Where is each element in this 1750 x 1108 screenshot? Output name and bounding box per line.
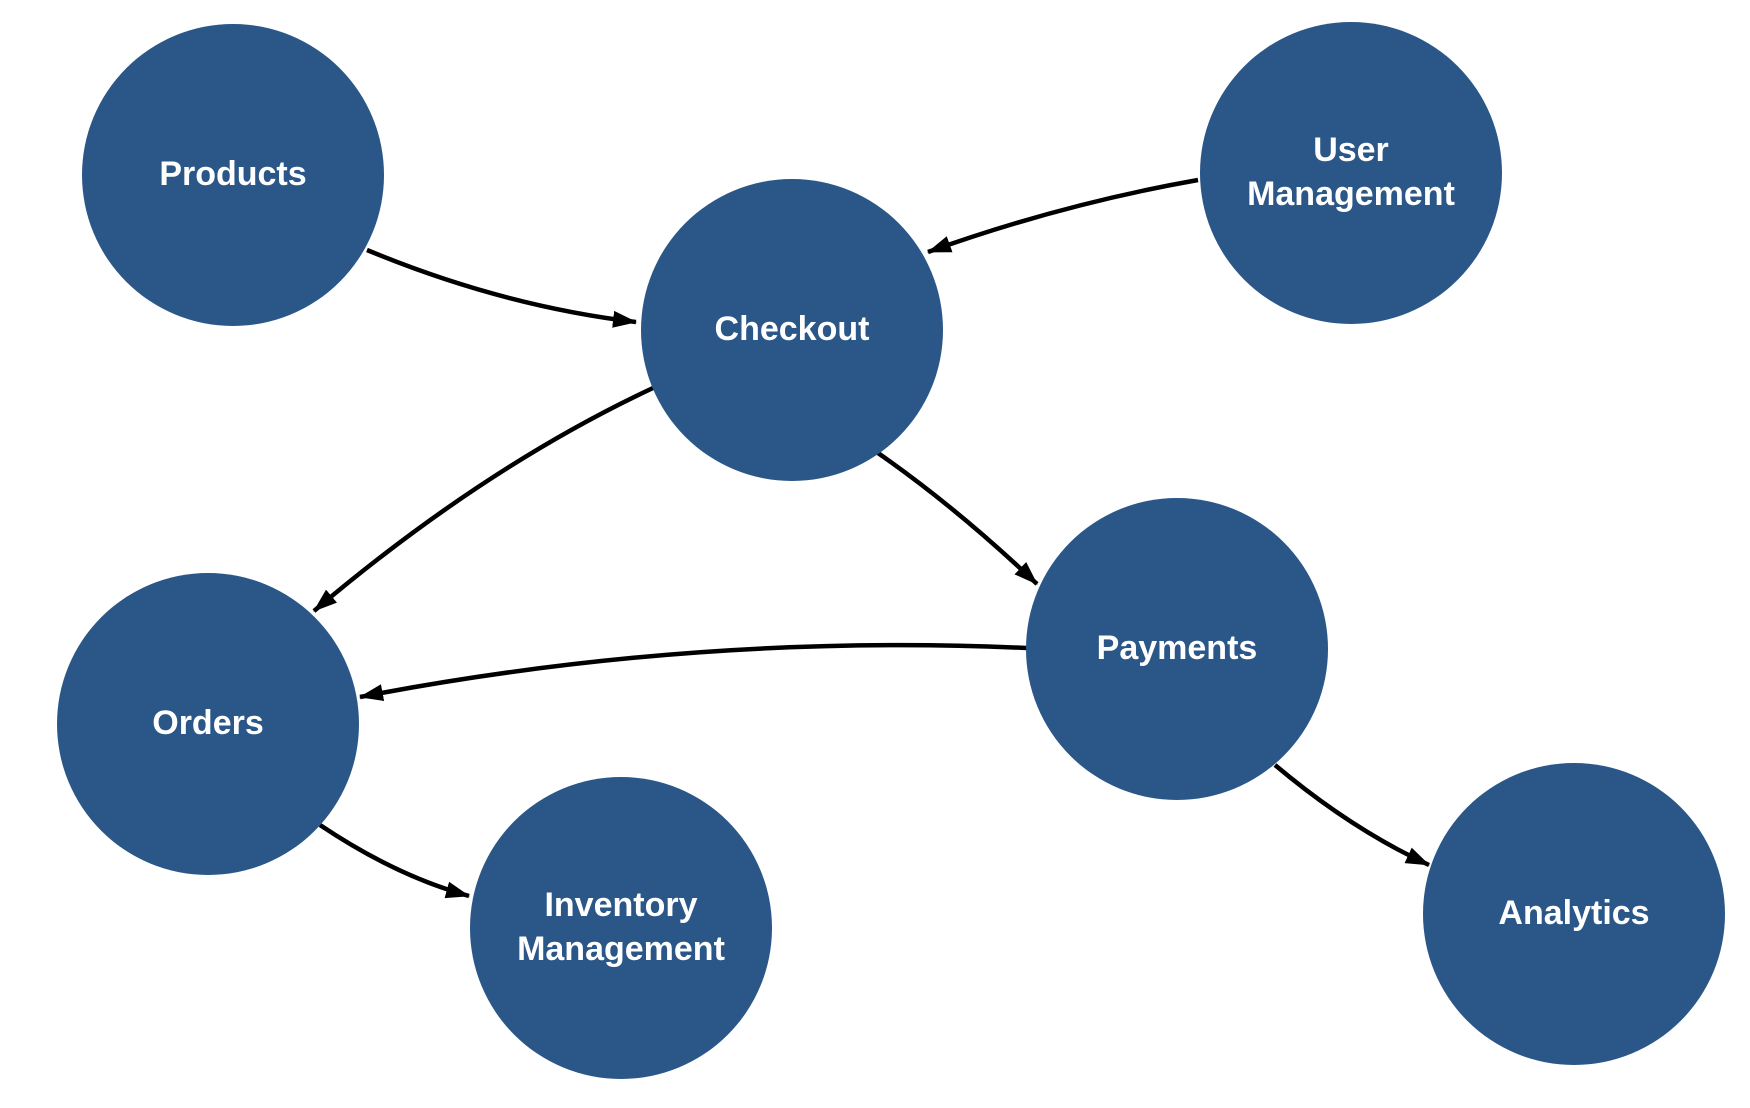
edge-orders-to-inventory-management: [318, 823, 470, 899]
node-user-management[interactable]: User Management: [1200, 22, 1502, 324]
node-analytics-label: Analytics: [1498, 894, 1650, 933]
node-analytics[interactable]: Analytics: [1423, 763, 1725, 1065]
node-products[interactable]: Products: [82, 24, 384, 326]
node-orders-label: Orders: [152, 704, 264, 743]
edge-checkout-to-orders: [312, 385, 654, 613]
node-products-label: Products: [159, 155, 307, 194]
node-payments-label: Payments: [1096, 629, 1258, 668]
node-inventory-management-label: Inventory Management: [517, 886, 725, 968]
edge-payments-to-analytics: [1273, 763, 1430, 868]
edge-payments-to-orders: [359, 642, 1028, 702]
node-orders[interactable]: Orders: [57, 573, 359, 875]
node-user-management-label: User Management: [1247, 131, 1455, 213]
edge-user-management-to-checkout: [927, 177, 1199, 255]
node-inventory-management[interactable]: Inventory Management: [470, 777, 772, 1079]
node-checkout[interactable]: Checkout: [641, 179, 943, 481]
edge-checkout-to-payments: [876, 451, 1039, 586]
edge-products-to-checkout: [366, 247, 637, 328]
node-checkout-label: Checkout: [714, 310, 870, 349]
node-payments[interactable]: Payments: [1026, 498, 1328, 800]
